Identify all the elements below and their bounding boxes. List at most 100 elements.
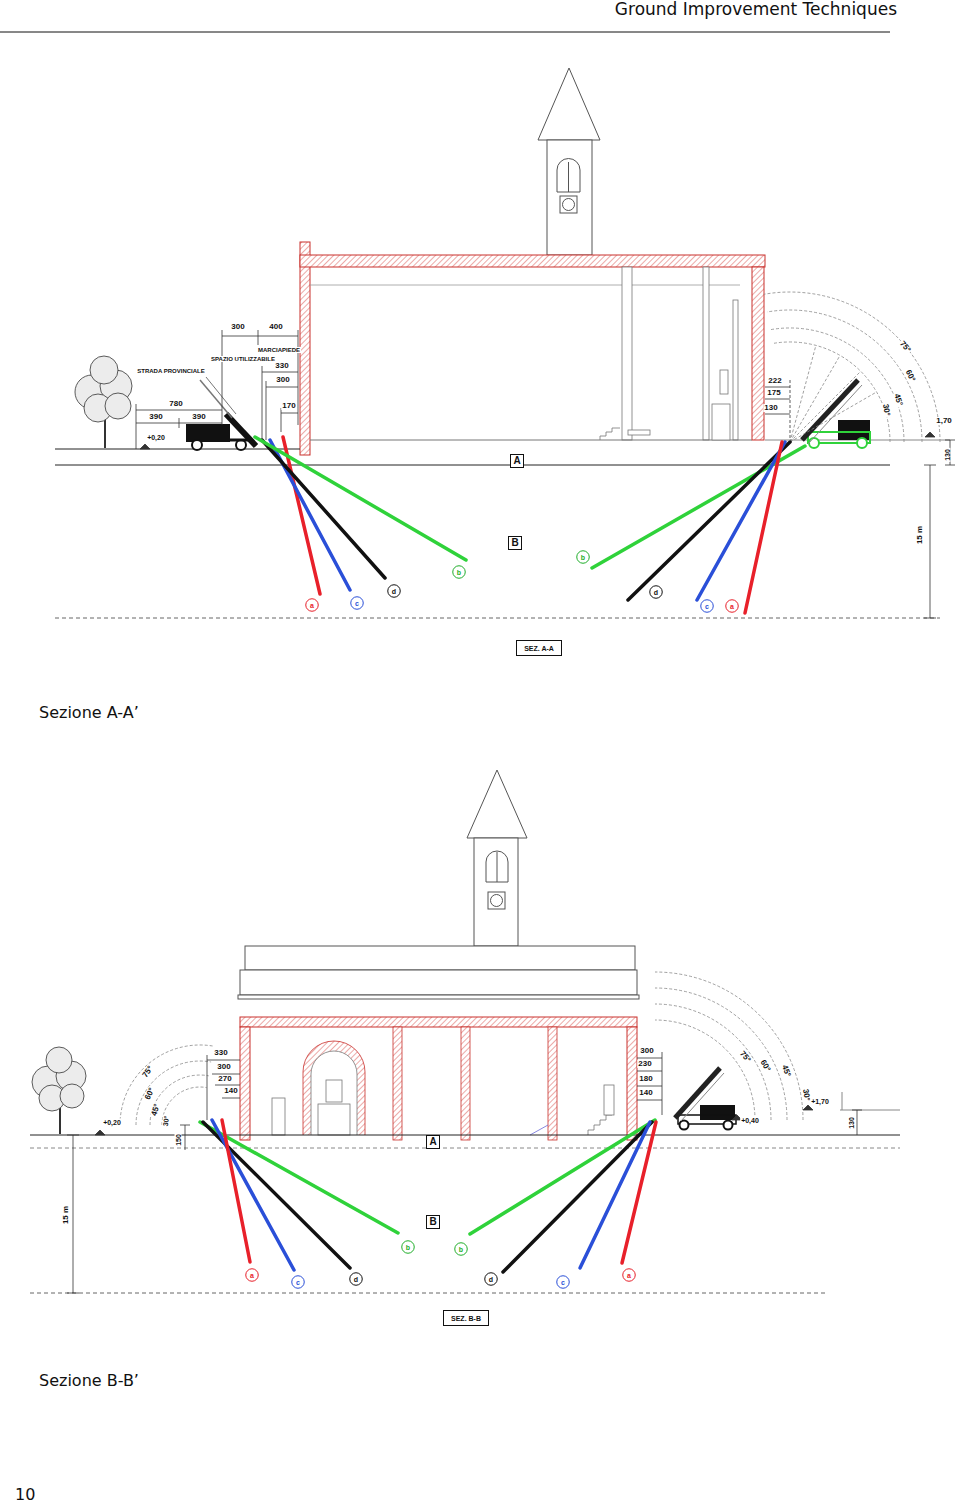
hole-letter: a	[250, 1272, 254, 1279]
drilling-line	[200, 1120, 656, 1272]
dimension-line	[222, 330, 223, 425]
angle-arc	[790, 355, 840, 442]
zone-box: B	[426, 1215, 440, 1229]
hole-letter: c	[355, 600, 359, 607]
hole-letter: d	[354, 1276, 358, 1283]
dimension-line	[765, 387, 790, 388]
depth-line	[30, 1293, 825, 1294]
dimension-label: 780	[168, 400, 183, 408]
church-structure	[300, 255, 765, 267]
drilling-line	[622, 1122, 656, 1263]
dimension-line	[67, 1135, 79, 1136]
tree	[32, 1047, 86, 1134]
circle-outline	[623, 1269, 636, 1282]
dimension-line	[262, 366, 263, 440]
angle-arc	[764, 292, 940, 442]
church-structure	[272, 1098, 285, 1135]
dimension-label: 15 m	[916, 525, 924, 545]
tag-text: B	[429, 1217, 436, 1227]
dimension-line	[281, 408, 282, 432]
drilling-line	[255, 437, 805, 613]
dimension-line	[266, 381, 267, 440]
church-structure	[310, 285, 740, 286]
dimension-line	[207, 1055, 208, 1120]
dimension-label: 60°	[758, 1058, 772, 1074]
depth-line	[55, 618, 940, 619]
drilling-line	[222, 1120, 250, 1262]
church-structure	[627, 1027, 637, 1140]
circle-outline	[306, 599, 319, 612]
bell-tower	[557, 159, 580, 193]
church-structure	[604, 1085, 614, 1115]
angle-arc	[770, 328, 904, 442]
church-structure	[300, 242, 310, 455]
dimension-label: +0,20	[146, 434, 166, 441]
hole-tag-circle: a	[245, 1268, 259, 1282]
circle-outline	[726, 600, 739, 613]
church-structure	[588, 1115, 612, 1135]
hole-letter: b	[581, 554, 585, 561]
church-structure	[733, 300, 738, 440]
dimension-label: STRADA PROVINCIALE	[136, 368, 205, 374]
zone-box: A	[510, 454, 524, 468]
dimension-label: +0,20	[102, 1119, 122, 1126]
dimension-line	[222, 336, 298, 337]
hole-letter: d	[654, 589, 658, 596]
drilling-line	[470, 1120, 655, 1234]
dimension-label: 230	[637, 1060, 652, 1068]
circle-outline	[402, 1241, 415, 1254]
tag-text: A	[429, 1137, 436, 1147]
tree	[90, 356, 118, 384]
dimension-line	[67, 1052, 862, 1293]
tag-text: SEZ. B-B	[451, 1315, 481, 1322]
tag-text: B	[511, 538, 518, 548]
church-structure	[712, 404, 730, 440]
tree	[105, 393, 131, 419]
church-structure	[393, 1027, 402, 1140]
angle-arc	[655, 972, 803, 1120]
drilling-rig	[680, 1121, 689, 1130]
angle-arc	[655, 1004, 771, 1120]
circle-outline	[650, 586, 663, 599]
dimension-line	[207, 1060, 240, 1061]
hole-tag-circle: b	[454, 1242, 468, 1256]
angle-arc	[767, 310, 922, 442]
hole-tag-circle: b	[576, 550, 590, 564]
tree	[46, 1047, 72, 1073]
church-structure	[752, 267, 764, 440]
hole-letter: a	[627, 1272, 631, 1279]
tree	[60, 1084, 84, 1108]
dimension-line	[136, 410, 222, 411]
dimension-label: 140	[223, 1087, 238, 1095]
tag-text: SEZ. A-A	[524, 645, 554, 652]
hole-letter: b	[406, 1244, 410, 1251]
dimension-line	[945, 440, 955, 441]
church-structure	[240, 1017, 637, 1027]
dimension-label: 45°	[150, 1102, 161, 1118]
dimension-label: 400	[268, 323, 283, 331]
bell-tower	[538, 68, 600, 140]
dimension-label: 130	[763, 404, 778, 412]
hole-tag-circle: c	[700, 599, 714, 613]
hole-letter: a	[310, 602, 314, 609]
dimension-line	[662, 1052, 663, 1115]
angle-arc	[790, 371, 861, 442]
drilling-rig	[808, 385, 862, 444]
circle-outline	[292, 1276, 305, 1289]
drilling-line	[262, 440, 385, 578]
hole-letter: a	[730, 603, 734, 610]
church-structure	[240, 1027, 250, 1140]
hole-letter: d	[392, 588, 396, 595]
drilling-rig	[809, 438, 819, 448]
church-structure	[318, 1104, 350, 1135]
angle-arc	[655, 1020, 755, 1120]
dimension-line	[637, 1071, 662, 1072]
hole-tag-circle: c	[556, 1275, 570, 1289]
hole-tag-circle: a	[305, 598, 319, 612]
dimension-line	[298, 330, 299, 425]
tree	[75, 356, 132, 448]
header-rule	[0, 32, 890, 33]
dimension-line	[637, 1100, 662, 1101]
church-structure	[622, 267, 632, 440]
